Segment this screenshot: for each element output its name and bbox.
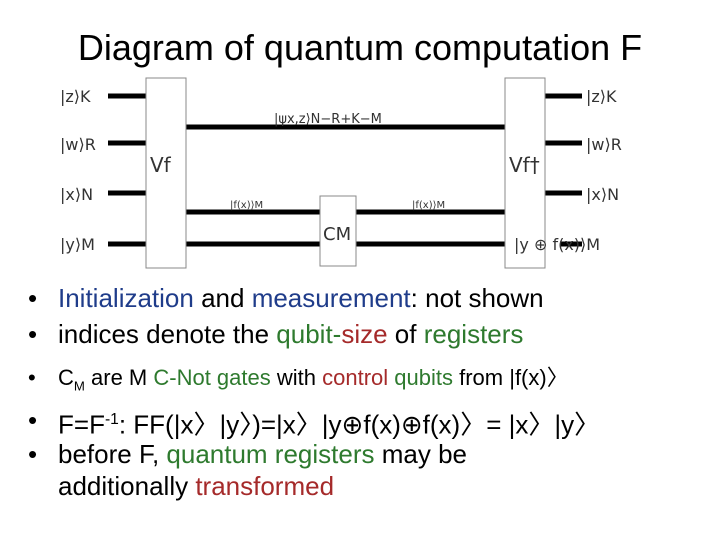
fx-label-in: |f(x)⟩M [230,200,263,211]
psi-label: |ψx,z⟩N−R+K−M [274,112,382,127]
input-label-w: |w⟩R [60,135,96,154]
circuit-diagram: Vf Vf† CM |z⟩K |w⟩R |x⟩N |y⟩M |z⟩K |w⟩R … [60,77,622,269]
bullet-dot: • [28,365,36,390]
bullet-list: •Initialization and measurement: not sho… [28,282,708,502]
cm-label: CM [323,224,351,245]
bullet-initialization: •Initialization and measurement: not sho… [28,283,544,313]
bullet-dot: • [28,405,38,435]
bullet-dot: • [28,283,38,313]
bullet-dot: • [28,439,38,469]
input-label-z: |z⟩K [60,87,91,106]
bullet-indices: •indices denote the qubit-size of regist… [28,319,524,349]
output-label-x: |x⟩N [586,185,619,204]
vf-dagger-label: Vf† [509,153,540,177]
bullet-dot: • [28,319,38,349]
vf-dagger-gate [504,77,546,269]
vf-label: Vf [150,153,172,177]
bullet-f-inverse: •F=F-1: FF(|x〉|y〉)=|x〉|y⊕f(x)⊕f(x)〉= |x〉… [28,405,601,440]
output-label-z: |z⟩K [586,87,617,106]
input-label-x: |x⟩N [60,185,93,204]
output-label-w: |w⟩R [586,135,622,154]
output-label-y: |y ⊕ f(x)⟩M [514,235,600,254]
bullet-cm-gates: •CM are M C-Not gates with control qubit… [28,362,708,404]
input-label-y: |y⟩M [60,235,95,254]
vf-gate [145,77,187,269]
cm-gate [319,195,357,267]
fx-label-out: |f(x)⟩M [412,200,445,211]
page-title: Diagram of quantum computation F [77,27,643,68]
